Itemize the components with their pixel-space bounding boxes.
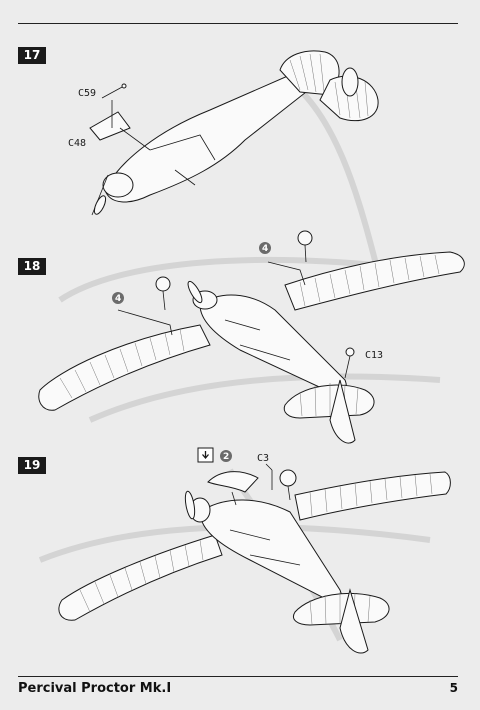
step-17-badge: 17 bbox=[18, 47, 46, 64]
top-rule bbox=[18, 23, 458, 24]
step-19-badge: 19 bbox=[18, 457, 46, 474]
callout-circle-4-right bbox=[259, 242, 271, 254]
part-label-c59: C59 bbox=[78, 88, 96, 99]
step-19-aircraft: 2 C3 bbox=[58, 447, 451, 654]
part-label-c13: C13 bbox=[365, 350, 383, 361]
callout-4-left: 4 bbox=[115, 294, 121, 304]
part-label-c48: C48 bbox=[68, 138, 86, 149]
step-18-badge: 18 bbox=[18, 258, 46, 275]
page-number: 5 bbox=[449, 681, 458, 695]
callout-circle-4-left bbox=[112, 292, 124, 304]
arrow-down-icon bbox=[202, 451, 209, 459]
callout-circle-2 bbox=[220, 450, 232, 462]
callout-2: 2 bbox=[223, 452, 229, 462]
step-18-aircraft: 4 4 C13 bbox=[38, 230, 465, 444]
bottom-rule bbox=[18, 676, 458, 677]
callout-4-right: 4 bbox=[262, 244, 268, 254]
step-17-aircraft: C59 C48 bbox=[68, 50, 379, 216]
part-label-c3: C3 bbox=[257, 453, 269, 464]
page-title: Percival Proctor Mk.I bbox=[18, 681, 172, 696]
